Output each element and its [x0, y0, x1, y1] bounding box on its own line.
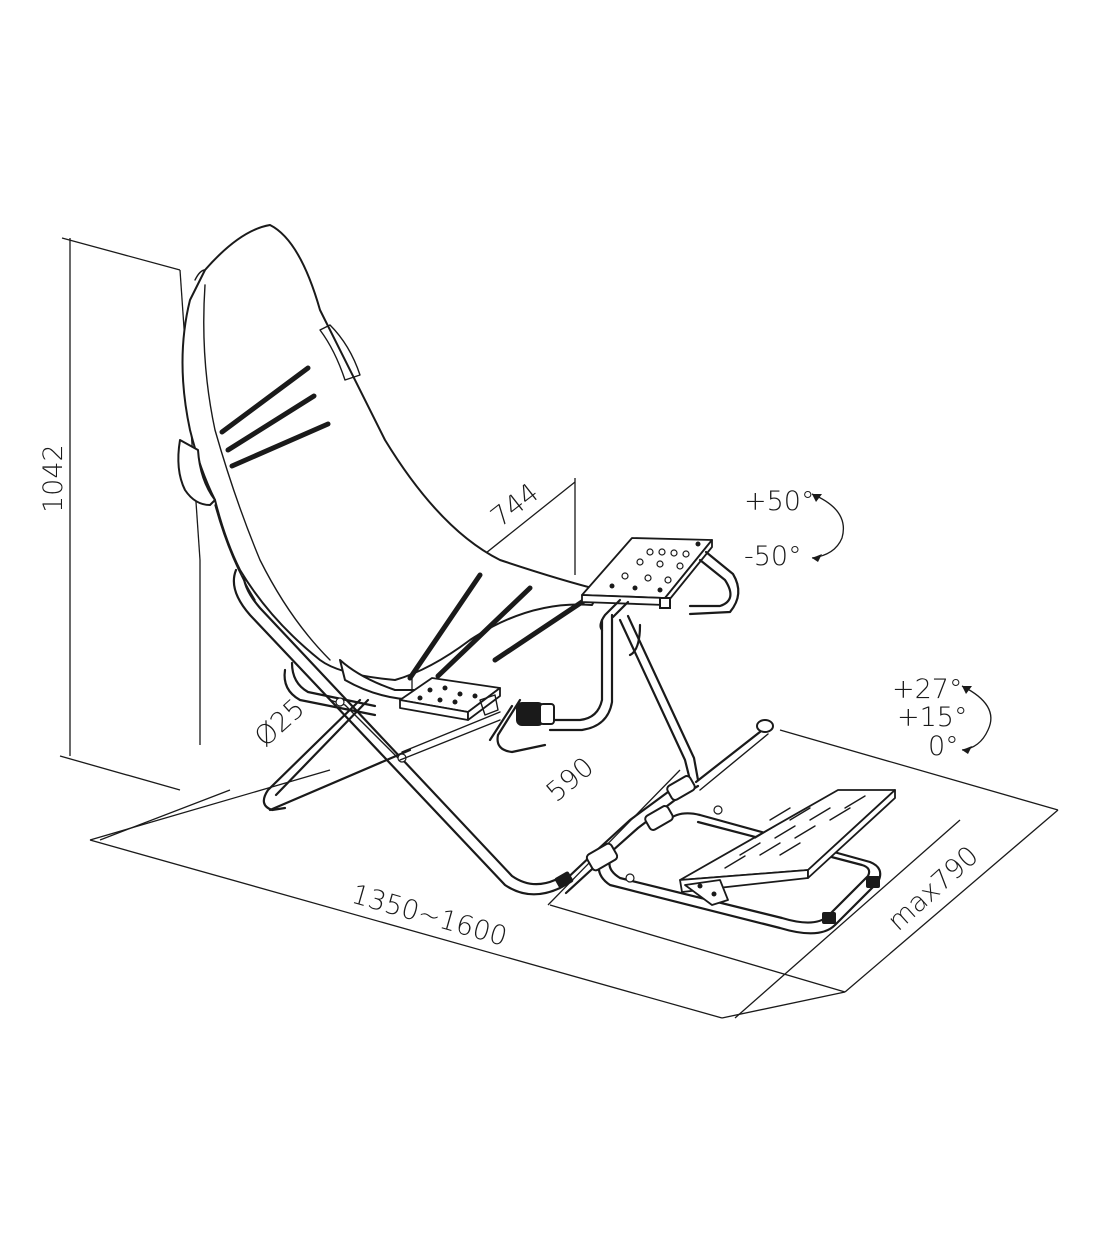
pedal-plate: [679, 789, 896, 906]
length-label: 1350~1600: [348, 879, 510, 953]
wheel-angle-arrow: [811, 493, 844, 562]
pedal-angle-high-label: +27°: [892, 674, 962, 705]
tube-diameter-label: Ø25: [249, 693, 311, 753]
seat-depth-label: 590: [541, 751, 600, 808]
pedal-base-frame: [554, 719, 882, 935]
tube-clamps: [554, 775, 880, 924]
height-label: 1042: [38, 444, 69, 513]
wheel-angle-down-label: -50°: [744, 541, 802, 572]
shifter-mount-plate: [399, 677, 501, 721]
pedal-plate-slots: [724, 795, 866, 869]
front-frame: [488, 613, 700, 782]
pedal-angle-arrow: [961, 685, 992, 754]
seat-width-label: 744: [485, 477, 545, 533]
rear-frame: [232, 564, 562, 896]
max-width-label: max790: [882, 840, 985, 937]
pedal-angle-low-label: 0°: [928, 731, 959, 762]
seat-shell: [177, 224, 601, 701]
pedal-angle-mid-label: +15°: [897, 702, 967, 733]
wheel-plate-holes: [609, 541, 701, 593]
wheel-mount-plate: [581, 537, 740, 632]
wheel-angle-up-label: +50°: [744, 486, 814, 517]
